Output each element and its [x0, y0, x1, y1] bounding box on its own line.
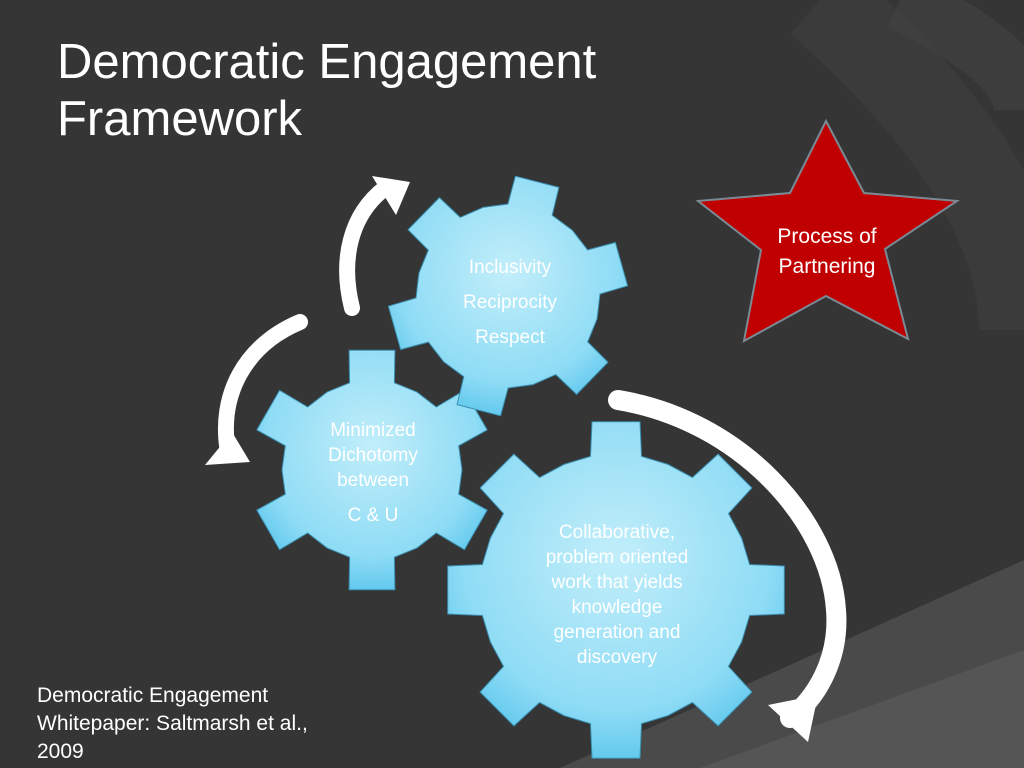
arrow-right-head — [768, 695, 818, 742]
gear-left-line-1: Minimized — [330, 420, 416, 441]
gear-bottom-text: Collaborative, problem oriented work tha… — [507, 520, 727, 670]
gear-bottom-line-5: generation and — [553, 622, 681, 643]
title-line-2: Framework — [57, 92, 303, 146]
citation-line-1: Democratic Engagement — [37, 684, 269, 707]
star-label: Process of Partnering — [752, 222, 902, 282]
gear-bottom-line-3: work that yields — [551, 572, 683, 593]
gear-left-line-3: between — [337, 470, 409, 491]
gear-top-line-3: Respect — [475, 327, 545, 348]
bg-arc-1 — [790, 0, 1024, 332]
gear-left — [256, 349, 488, 591]
gear-left-line-2: Dichotomy — [328, 445, 418, 466]
gear-bottom-line-4: knowledge — [571, 597, 663, 618]
slide-title: Democratic Engagement Framework — [57, 34, 737, 148]
gear-top-line-1: Inclusivity — [468, 257, 552, 278]
star-label-line-1: Process of — [777, 225, 877, 248]
gear-left-text: Minimized Dichotomy between C & U — [288, 418, 458, 528]
gears-group — [256, 175, 785, 759]
gear-bottom-line-1: Collaborative, — [558, 522, 676, 543]
arrow-left-head — [205, 432, 250, 465]
gear-left-line-4: C & U — [347, 505, 399, 526]
gear-top-line-2: Reciprocity — [463, 292, 557, 313]
title-line-1: Democratic Engagement — [57, 35, 597, 89]
citation-line-2: Whitepaper: Saltmarsh et al., — [37, 712, 308, 735]
gear-bottom-line-2: problem oriented — [545, 547, 689, 568]
arrow-left-arc — [217, 314, 308, 460]
star-shape — [695, 118, 960, 343]
star-label-line-2: Partnering — [778, 255, 876, 278]
arrow-top-arc — [339, 180, 393, 316]
bg-arc-2 — [886, 0, 1024, 113]
gear-top — [387, 175, 629, 417]
gear-bottom-line-6: discovery — [576, 647, 658, 668]
gear-top-text: Inclusivity Reciprocity Respect — [420, 250, 600, 355]
arrow-top-head — [372, 176, 410, 215]
citation-line-3: 2009 — [37, 740, 84, 763]
citation: Democratic Engagement Whitepaper: Saltma… — [37, 682, 397, 766]
gear-bottom — [447, 421, 785, 759]
arrow-right-arc — [608, 390, 847, 728]
bg-lower-wedge-2 — [700, 650, 1024, 768]
